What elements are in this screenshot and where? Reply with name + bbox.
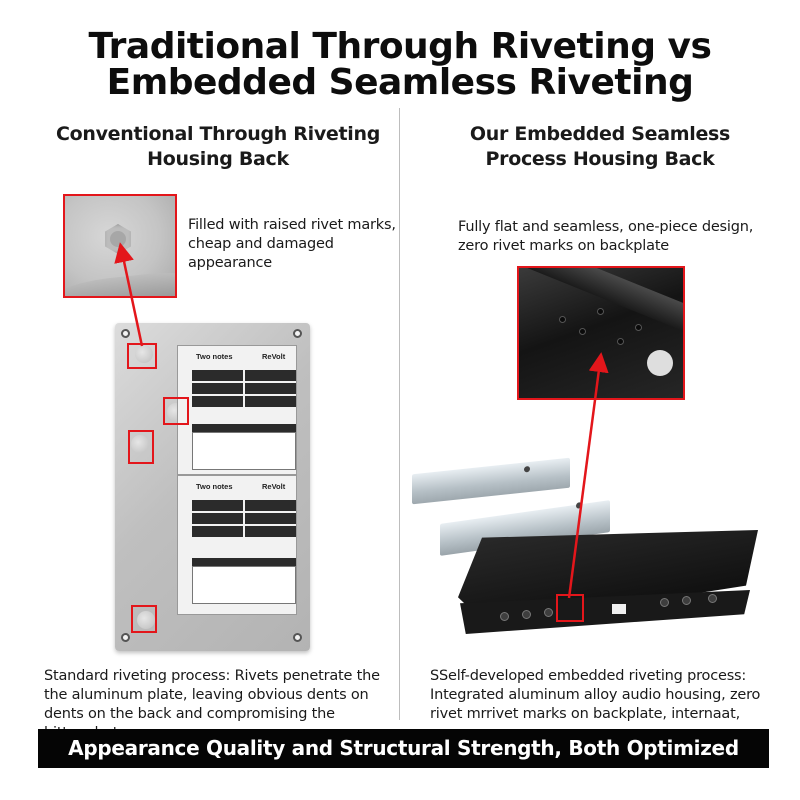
product-label-bottom: Two notes ReVolt — [177, 475, 297, 615]
rivet-highlight-box — [131, 605, 157, 633]
corner-screw — [293, 633, 302, 642]
column-divider — [399, 108, 400, 720]
right-zoom-note: Fully flat and seamless, one-piece desig… — [458, 219, 754, 254]
corner-screw — [293, 329, 302, 338]
main-title-line-2: Embedded Seamless Riveting — [106, 62, 694, 103]
corner-screw — [121, 633, 130, 642]
right-heading-line-2: Process Housing Back — [485, 148, 715, 170]
left-heading-line-2: Housing Back — [147, 148, 289, 170]
main-title-line-1: Traditional Through Riveting vs — [88, 26, 712, 67]
left-heading-line-1: Conventional Through Riveting — [55, 123, 381, 145]
label-brand-left: Two notes — [196, 352, 233, 361]
rivet-dent — [131, 435, 149, 453]
corner-screw — [121, 329, 130, 338]
left-column-heading: Conventional Through Riveting Housing Ba… — [38, 122, 398, 172]
right-column-heading: Our Embedded Seamless Process Housing Ba… — [420, 122, 780, 172]
aluminum-extrusion — [412, 457, 570, 505]
conventional-housing-back-photo: Two notes ReVolt Two notes ReVolt — [115, 323, 310, 651]
label-brand-right: ReVolt — [262, 482, 286, 491]
rivet-highlight-box — [556, 594, 584, 622]
rivet-highlight-box — [163, 397, 189, 425]
right-bottom-note: SSelf-developed embedded riveting proces… — [430, 668, 761, 722]
rivet-highlight-box — [127, 343, 157, 369]
right-heading-line-1: Our Embedded Seamless — [469, 123, 731, 145]
rivet-dent — [135, 345, 153, 363]
label-brand-right: ReVolt — [262, 352, 286, 361]
rivet-dent — [137, 611, 155, 629]
product-label-top: Two notes ReVolt — [177, 345, 297, 475]
left-bottom-note: Standard riveting process: Rivets penetr… — [44, 668, 380, 741]
rivet-mark-zoom-photo — [63, 194, 177, 298]
rivet-highlight-box — [128, 430, 154, 464]
left-zoom-note: Filled with raised rivet marks, cheap an… — [188, 217, 396, 271]
label-brand-left: Two notes — [196, 482, 233, 491]
seamless-backplate-zoom-photo — [517, 266, 685, 400]
bottom-banner: Appearance Quality and Structural Streng… — [38, 729, 769, 768]
